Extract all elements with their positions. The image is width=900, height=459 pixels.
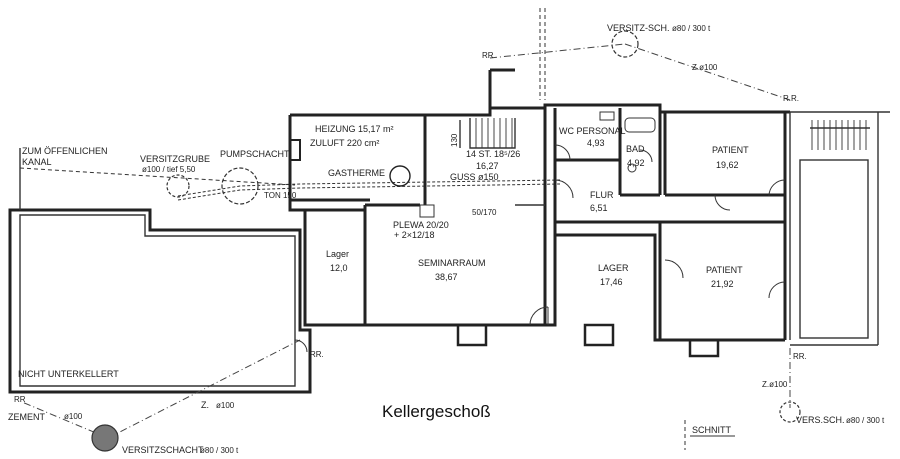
gastherme-circle xyxy=(389,165,411,187)
lager1-label: Lager xyxy=(326,249,349,259)
guss-label: GUSS ø150 xyxy=(450,172,499,182)
bad-area: 4,92 xyxy=(627,158,645,168)
schnitt-label: SCHNITT xyxy=(692,425,731,435)
bad-label: BAD xyxy=(626,144,645,154)
staircase xyxy=(459,118,870,150)
light-well-2 xyxy=(583,323,615,347)
ton-label: TON 150 xyxy=(264,191,297,200)
wc-label: WC PERSONAL xyxy=(559,126,626,136)
lager2-label: LAGER xyxy=(598,263,629,273)
fixtures xyxy=(419,111,656,218)
zement-label: ZEMENT xyxy=(8,412,46,422)
dim-130: 130 xyxy=(450,133,459,147)
seminar-area: 38,67 xyxy=(435,272,458,282)
nicht-unterkellert-label: NICHT UNTERKELLERT xyxy=(18,369,119,379)
seminar-label: SEMINARRAUM xyxy=(418,258,486,268)
flur-label: FLUR xyxy=(590,190,614,200)
patient1-area: 19,62 xyxy=(716,160,739,170)
flur-area: 6,51 xyxy=(590,203,608,213)
plewa-label-2: + 2×12/18 xyxy=(394,230,435,240)
rr-top: RR xyxy=(482,51,494,60)
room-labels: HEIZUNG 15,17 m² ZULUFT 220 cm² GASTHERM… xyxy=(310,124,749,289)
zuluft-box xyxy=(289,139,301,161)
plewa-label-1: PLEWA 20/20 xyxy=(393,220,449,230)
versitz-right-spec: ø80 / 300 t xyxy=(846,416,885,425)
versitzgrube-label: VERSITZGRUBE xyxy=(140,154,210,164)
site-labels: ZUM ÖFFENLICHEN KANAL VERSITZGRUBE ø100 … xyxy=(8,23,885,455)
light-well-1 xyxy=(456,323,488,347)
rr-right: RR. xyxy=(793,352,807,361)
patient2-label: PATIENT xyxy=(706,265,743,275)
versitzschacht-spec: ø80 / 300 t xyxy=(200,446,239,455)
plan-title: Kellergeschoß xyxy=(382,402,491,421)
heizung-label: HEIZUNG 15,17 m² xyxy=(315,124,394,134)
versitz-right-label: VERS.SCH. xyxy=(796,415,845,425)
zement-dia: ø100 xyxy=(64,412,83,421)
patient2-area: 21,92 xyxy=(711,279,734,289)
shafts xyxy=(91,30,801,452)
z-left-label: Z. xyxy=(201,400,209,410)
versitz-top-circle xyxy=(611,30,639,58)
versitz-top-label: VERSITZ-SCH. xyxy=(607,23,670,33)
rr-mid: RR. xyxy=(310,350,324,359)
gastherme-label: GASTHERME xyxy=(328,168,385,178)
versitzschacht-circle xyxy=(91,424,119,452)
versitz-top-spec: ø80 / 300 t xyxy=(672,24,711,33)
doors xyxy=(294,144,786,353)
z-right-label: Z.ø100 xyxy=(762,380,788,389)
light-well-3 xyxy=(688,338,720,358)
z-left-dia: ø100 xyxy=(216,401,235,410)
pumpschacht-circle xyxy=(221,167,259,205)
rr-topright: R.R. xyxy=(783,94,799,103)
versitzschacht-label: VERSITZSCHACHT xyxy=(122,445,204,455)
versitzgrube-spec: ø100 / tief 5,50 xyxy=(142,165,196,174)
patient1-label: PATIENT xyxy=(712,145,749,155)
versitzgrube-circle xyxy=(166,174,190,198)
kanal-label-2: KANAL xyxy=(22,157,52,167)
stairs-spec: 14 ST. 18⁵/26 xyxy=(466,149,520,159)
left-area xyxy=(8,148,312,394)
kanal-label-1: ZUM ÖFFENLICHEN xyxy=(22,146,108,156)
pumpschacht-label: PUMPSCHACHT xyxy=(220,149,290,159)
dim-50-170: 50/170 xyxy=(472,208,497,217)
stairs-area: 16,27 xyxy=(476,161,499,171)
building-walls xyxy=(288,68,890,358)
pipe-lines xyxy=(21,8,791,450)
z-top-label: Z.ø100 xyxy=(692,63,718,72)
zuluft-label: ZULUFT 220 cm² xyxy=(310,138,379,148)
rr-bottom-left: RR xyxy=(14,395,26,404)
lager2-area: 17,46 xyxy=(600,277,623,287)
versitz-right-circle xyxy=(779,401,801,423)
lager1-area: 12,0 xyxy=(330,263,348,273)
wc-area: 4,93 xyxy=(587,138,605,148)
